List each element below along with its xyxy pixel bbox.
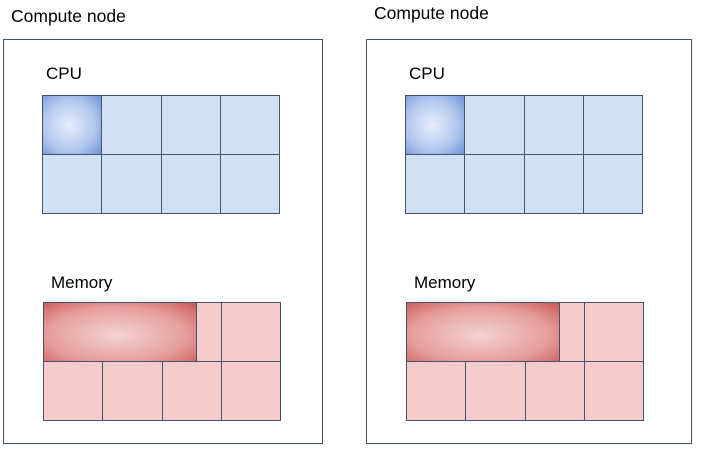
grid-row: [44, 303, 280, 361]
cpu-label: CPU: [46, 64, 82, 83]
free-cell: [407, 362, 466, 420]
used-cell: [44, 303, 197, 361]
free-cell: [219, 155, 279, 213]
used-cell: [43, 96, 102, 154]
grid-row: [43, 96, 279, 154]
grid-row: [407, 361, 643, 420]
free-cell: [101, 155, 161, 213]
free-cell: [161, 362, 221, 420]
free-cell: [160, 155, 220, 213]
grid-row: [406, 96, 642, 154]
cpu-label: CPU: [409, 64, 445, 83]
cpu-core-grid: [405, 95, 643, 214]
free-cell: [220, 362, 280, 420]
free-cell: [464, 96, 524, 154]
grid-row: [407, 303, 643, 361]
cpu-core-grid: [42, 95, 280, 214]
memory-label: Memory: [414, 273, 476, 292]
free-cell: [44, 362, 103, 420]
used-cell: [407, 303, 560, 361]
free-cell: [102, 362, 162, 420]
memory-block-grid: [43, 302, 281, 421]
free-cell: [219, 96, 279, 154]
free-cell: [465, 362, 525, 420]
free-cell: [43, 155, 102, 213]
grid-row: [43, 154, 279, 213]
compute-node-box: CPU Memory: [366, 39, 692, 444]
compute-node-title: Compute node: [11, 6, 126, 26]
grid-row: [44, 361, 280, 420]
memory-block-grid: [406, 302, 644, 421]
free-cell: [523, 155, 583, 213]
free-cell: [196, 303, 221, 361]
free-cell: [464, 155, 524, 213]
free-cell: [406, 155, 465, 213]
free-cell: [582, 155, 642, 213]
compute-node-title: Compute node: [374, 3, 489, 23]
free-cell: [101, 96, 161, 154]
compute-node-right: Compute node CPU Memory: [366, 0, 692, 453]
free-cell: [523, 96, 583, 154]
compute-node-box: CPU Memory: [3, 39, 323, 444]
free-cell: [220, 303, 280, 361]
free-cell: [524, 362, 584, 420]
free-cell: [559, 303, 584, 361]
free-cell: [160, 96, 220, 154]
free-cell: [582, 96, 642, 154]
grid-row: [406, 154, 642, 213]
memory-label: Memory: [51, 273, 113, 292]
free-cell: [583, 362, 643, 420]
used-cell: [406, 96, 465, 154]
free-cell: [583, 303, 643, 361]
compute-node-left: Compute node CPU Memory: [3, 0, 323, 453]
